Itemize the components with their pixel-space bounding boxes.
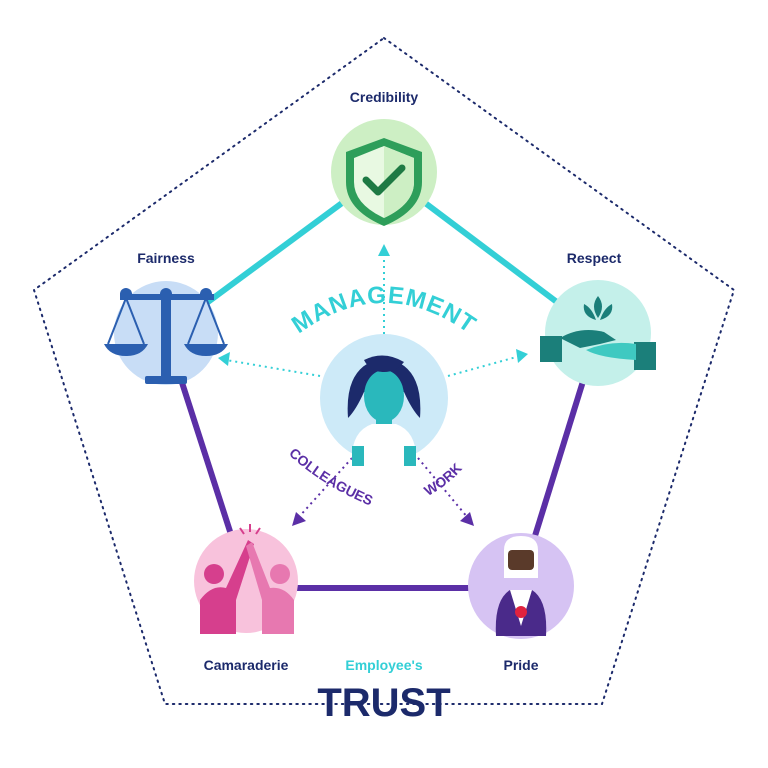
dotted-pentagon-border	[32, 36, 736, 705]
respect-label: Respect	[567, 250, 622, 266]
high-five-icon	[200, 524, 294, 634]
center-employee	[320, 334, 448, 466]
node-fairness	[104, 281, 228, 385]
pride-label: Pride	[503, 657, 538, 673]
management-arrows	[225, 252, 521, 377]
arrowhead-work	[460, 512, 474, 526]
shield-check-icon	[346, 138, 422, 226]
fairness-label: Fairness	[137, 250, 195, 266]
trust-title: TRUST	[317, 681, 450, 725]
credibility-label: Credibility	[350, 89, 419, 105]
arrowhead-up	[378, 244, 390, 256]
camaraderie-label: Camaraderie	[204, 657, 289, 673]
employee-avatar-icon	[347, 355, 421, 466]
node-pride	[468, 533, 574, 639]
management-label: MANAGEMENT	[287, 282, 481, 339]
colleagues-work-arrows	[297, 457, 469, 519]
medal-person-icon	[495, 536, 547, 636]
hands-lotus-icon	[540, 296, 656, 370]
arrowhead-right	[516, 349, 528, 363]
arrowhead-left	[218, 352, 230, 366]
node-respect	[540, 280, 656, 386]
pride-circle	[468, 533, 574, 639]
node-camaraderie	[194, 524, 298, 634]
scales-icon	[104, 288, 228, 384]
employees-subtitle: Employee's	[345, 657, 422, 673]
node-credibility	[331, 119, 437, 226]
arrowhead-colleagues	[292, 512, 306, 526]
work-label: WORK	[421, 460, 465, 499]
